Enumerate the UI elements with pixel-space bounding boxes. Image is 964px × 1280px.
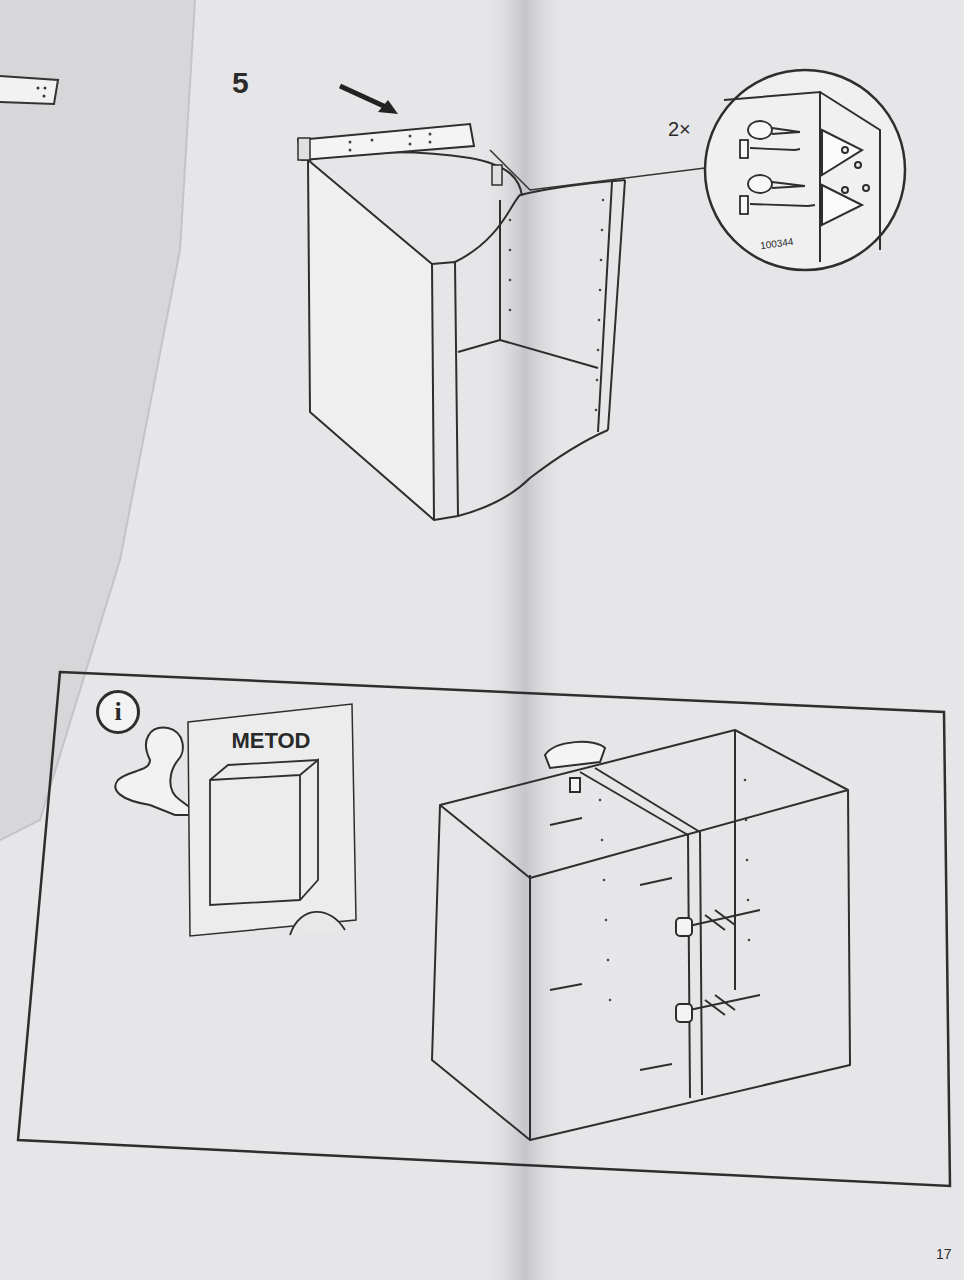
arrow-head (378, 100, 398, 114)
hole (37, 87, 40, 90)
joined-cabinets (432, 730, 850, 1140)
rail-part (0, 76, 58, 104)
placement-arrow (340, 86, 388, 108)
rail-bracket (492, 165, 502, 185)
rail-bracket (298, 138, 310, 160)
page-gutter (480, 0, 570, 1280)
corner-cabinet (308, 152, 625, 520)
hole (44, 87, 47, 90)
booklet-name: METOD (231, 728, 310, 754)
screws (740, 121, 815, 214)
shelf-holes (509, 199, 605, 412)
page-edge (0, 0, 195, 840)
screws-and-clamps (545, 742, 760, 1070)
leader-line (490, 150, 705, 190)
detail-bracket (724, 92, 880, 262)
top-rail (298, 124, 474, 160)
info-icon: i (96, 690, 140, 734)
page-number: 17 (936, 1246, 952, 1262)
hole (43, 95, 46, 98)
rail-holes (349, 133, 432, 152)
booklet-title: METOD (196, 722, 346, 760)
info-letter: i (114, 697, 121, 727)
booklet-page (188, 704, 356, 936)
info-frame (18, 672, 950, 1186)
booklet-cabinet (210, 760, 345, 935)
detail-circle (705, 70, 905, 270)
step-number: 5 (232, 66, 249, 100)
quantity-label: 2× (668, 118, 691, 141)
shelf-holes (599, 779, 751, 1002)
left-page (0, 0, 195, 840)
